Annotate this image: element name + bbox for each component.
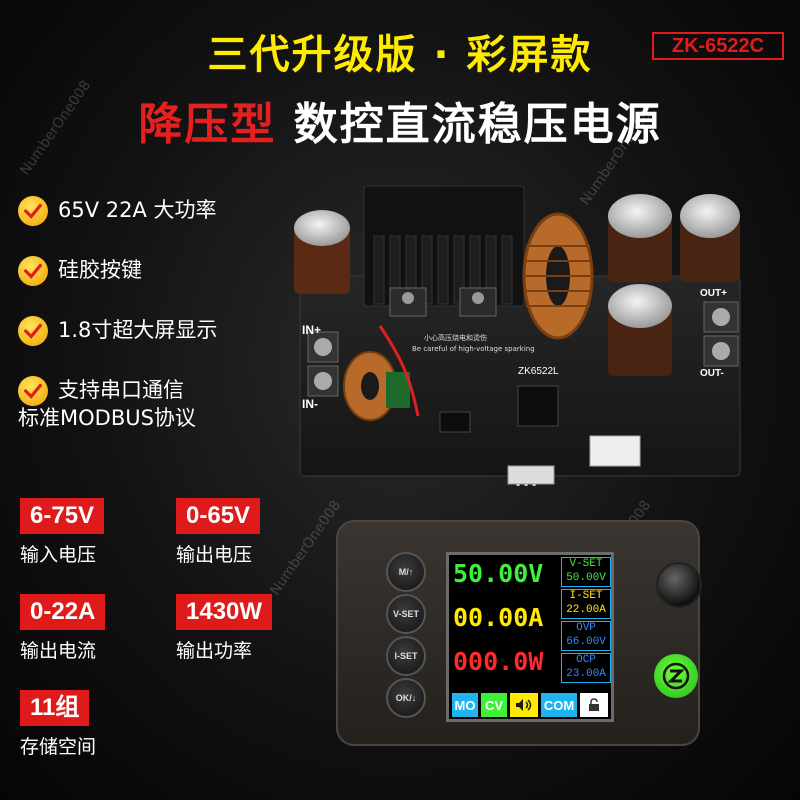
- feature-text: 硅胶按键: [58, 258, 142, 282]
- check-icon: [18, 316, 48, 346]
- spec-value: 6-75V: [20, 498, 105, 534]
- ovp-value: 66.00V: [566, 636, 606, 648]
- silk-out-minus: OUT-: [700, 368, 724, 379]
- voltage-readout: 50.00V: [453, 559, 544, 588]
- headline-line2: 降压型 数控直流稳压电源: [0, 88, 800, 152]
- headline-line1: 三代升级版 · 彩屏款: [207, 32, 593, 78]
- iset-box: I-SET 22.00A: [561, 589, 611, 619]
- speaker-icon: [510, 693, 538, 717]
- spec-output-current: 0-22A 输出电流: [20, 594, 106, 663]
- brand-logo-icon: [654, 654, 698, 698]
- headline-product: 数控直流稳压电源: [293, 99, 662, 150]
- headline-type: 降压型: [138, 99, 277, 150]
- iset-label: I-SET: [569, 590, 603, 602]
- ocp-box: OCP 23.00A: [561, 653, 611, 683]
- spec-storage-groups: 11组 存储空间: [20, 690, 96, 759]
- rotary-encoder-knob[interactable]: [656, 562, 702, 608]
- silk-warning-cn: 小心高压烧电和烫伤: [424, 333, 487, 342]
- spec-label: 输出电压: [176, 544, 253, 566]
- spec-value: 11组: [20, 690, 90, 726]
- spec-output-voltage: 0-65V 输出电压: [176, 498, 261, 567]
- vset-label: V-SET: [569, 558, 603, 570]
- ocp-label: OCP: [576, 654, 596, 666]
- current-readout: 00.00A: [453, 603, 544, 632]
- power-readout: 000.0W: [453, 647, 544, 676]
- iset-value: 22.00A: [566, 604, 606, 616]
- display-module: M/↑ V-SET I-SET OK/↓ 50.00V 00.00A 000.0…: [306, 520, 706, 746]
- module-housing: M/↑ V-SET I-SET OK/↓ 50.00V 00.00A 000.0…: [336, 520, 702, 746]
- status-cv: CV: [481, 693, 507, 717]
- lock-icon: [580, 693, 608, 717]
- feature-text: 1.8寸超大屏显示: [58, 318, 218, 342]
- feature-item: 支持串口通信 标准MODBUS协议: [18, 376, 196, 432]
- vset-value: 50.00V: [566, 572, 606, 584]
- ocp-value: 23.00A: [566, 668, 606, 680]
- feature-text-secondary: 标准MODBUS协议: [18, 406, 196, 430]
- vset-box: V-SET 50.00V: [561, 557, 611, 587]
- silk-out-plus: OUT+: [700, 288, 727, 299]
- spec-value: 0-65V: [176, 498, 261, 534]
- iset-button[interactable]: I-SET: [386, 636, 426, 676]
- ovp-box: OVP 66.00V: [561, 621, 611, 651]
- status-com: COM: [541, 693, 577, 717]
- feature-item: 65V 22A 大功率: [18, 196, 217, 226]
- vset-button[interactable]: V-SET: [386, 594, 426, 634]
- spec-output-power: 1430W 输出功率: [176, 594, 273, 663]
- spec-value: 1430W: [176, 594, 273, 630]
- spec-label: 输出功率: [176, 640, 253, 662]
- menu-up-button[interactable]: M/↑: [386, 552, 426, 592]
- feature-item: 1.8寸超大屏显示: [18, 316, 217, 346]
- spec-label: 存储空间: [20, 736, 97, 758]
- ovp-label: OVP: [576, 622, 596, 634]
- silk-model: ZK6522L: [518, 366, 559, 377]
- spec-label: 输入电压: [20, 544, 97, 566]
- feature-text: 65V 22A 大功率: [58, 198, 217, 222]
- spec-input-voltage: 6-75V 输入电压: [20, 498, 105, 567]
- status-mo: MO: [452, 693, 478, 717]
- spec-value: 0-22A: [20, 594, 106, 630]
- silk-in-plus: IN+: [302, 323, 321, 337]
- silk-warning-en: Be careful of high-voltage sparking: [412, 345, 535, 353]
- spec-label: 输出电流: [20, 640, 97, 662]
- check-icon: [18, 256, 48, 286]
- model-badge: ZK-6522C: [652, 32, 784, 60]
- check-icon: [18, 376, 48, 406]
- check-icon: [18, 196, 48, 226]
- feature-item: 硅胶按键: [18, 256, 142, 286]
- pcb-board: IN+ IN- OUT+ OUT- ZK6522L 小心高压烧电和烫伤 Be c…: [294, 185, 741, 486]
- feature-text: 支持串口通信: [58, 378, 184, 402]
- ok-down-button[interactable]: OK/↓: [386, 678, 426, 718]
- lcd-screen: 50.00V 00.00A 000.0W V-SET 50.00V I-SET …: [446, 552, 614, 722]
- silk-in-minus: IN-: [302, 397, 318, 411]
